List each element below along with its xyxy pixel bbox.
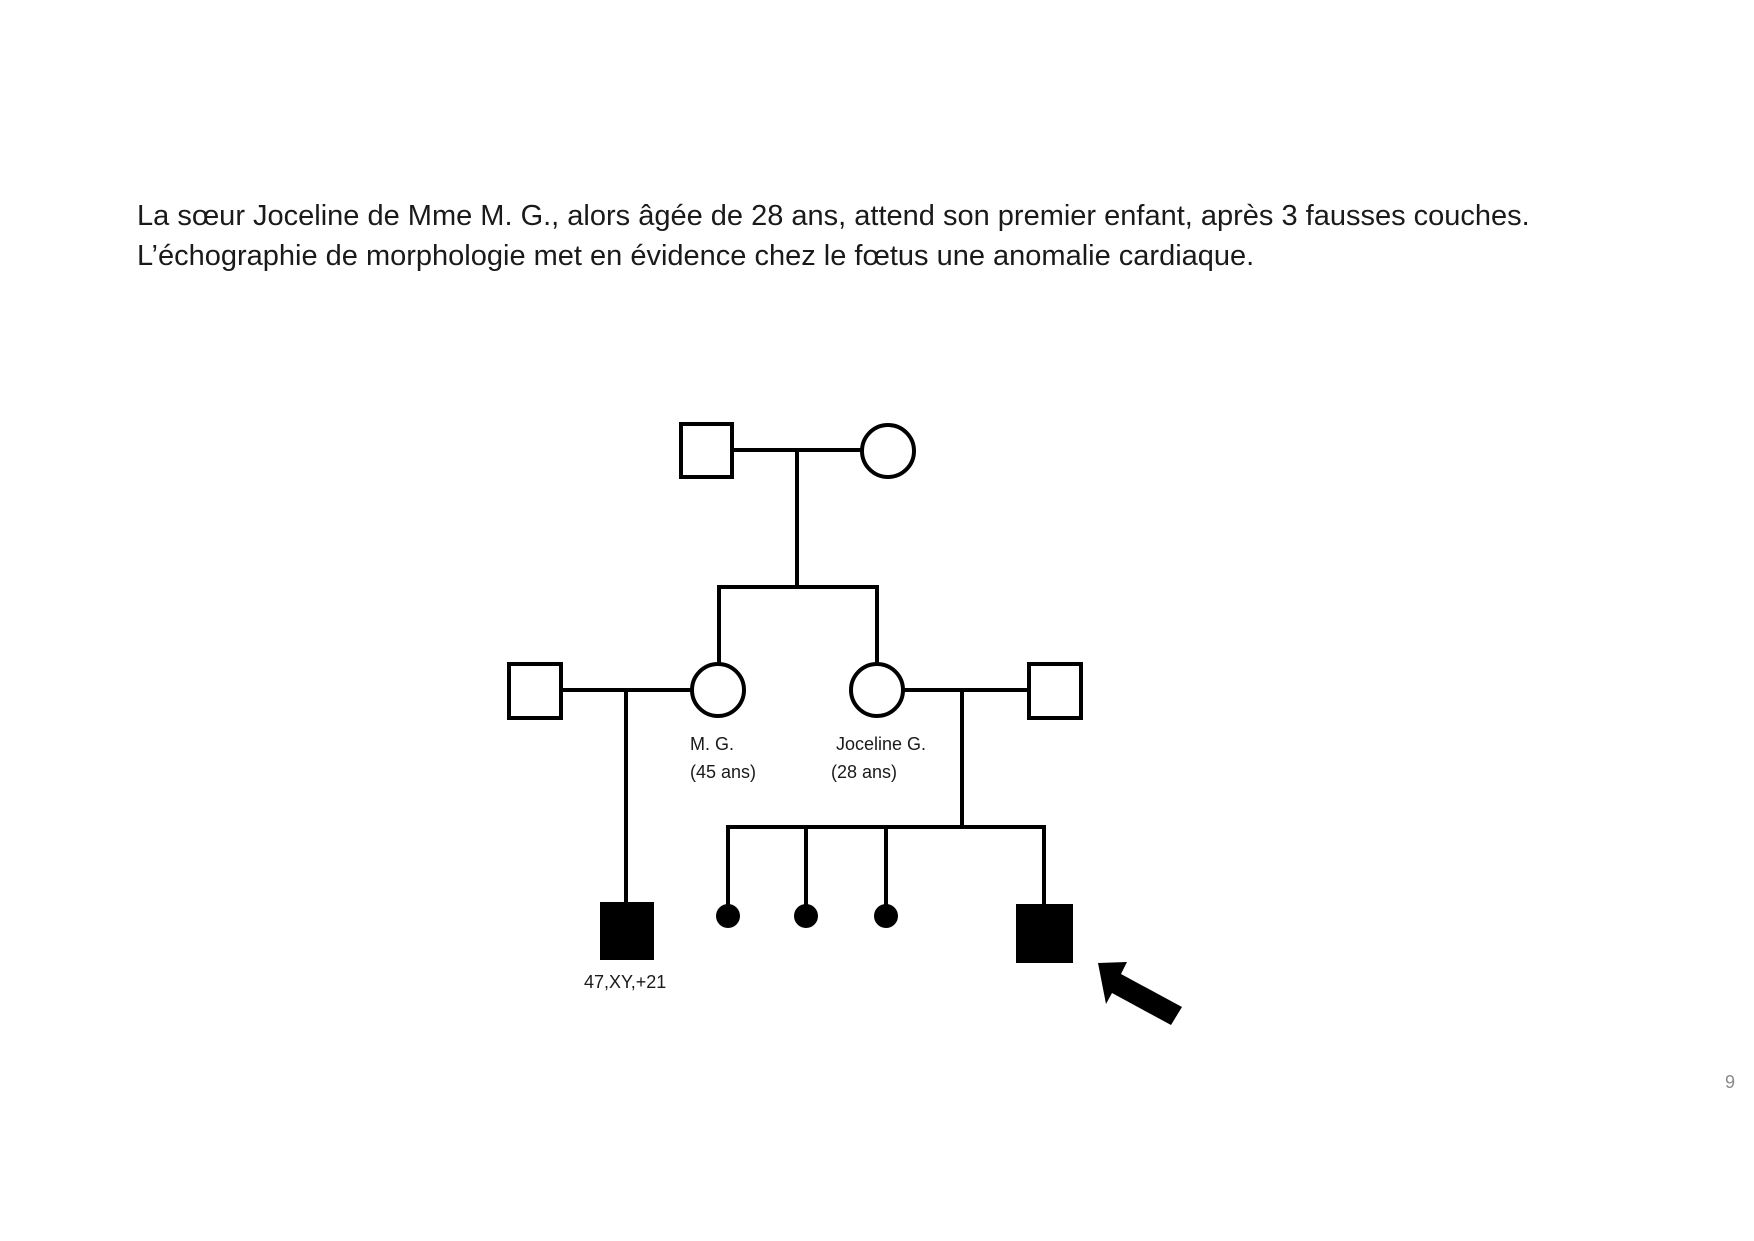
joceline-name-label: Joceline G. [836, 734, 926, 754]
intro-line-2: L’échographie de morphologie met en évid… [137, 240, 1255, 272]
joceline-age-label: (28 ans) [831, 762, 897, 782]
slide-text: La sœur Joceline de Mme M. G., alors âgé… [137, 196, 1657, 276]
joceline-circle [849, 662, 905, 718]
husband-joceline-square [1027, 662, 1083, 720]
page-number: 9 [1724, 1072, 1735, 1092]
miscarriage-1-dot [716, 904, 740, 928]
husband-mg-square [507, 662, 563, 720]
grandfather-square [679, 422, 734, 479]
son-mg-affected-square [600, 902, 654, 960]
mg-name-label: M. G. [690, 734, 734, 754]
intro-line-1: La sœur Joceline de Mme M. G., alors âgé… [137, 200, 1530, 232]
grandmother-circle [860, 423, 916, 479]
miscarriage-2-dot [794, 904, 818, 928]
proband-arrow-icon [1098, 962, 1182, 1025]
karyotype-label: 47,XY,+21 [584, 972, 666, 992]
fetus-affected-square [1016, 904, 1073, 963]
miscarriage-3-dot [874, 904, 898, 928]
mg-age-label: (45 ans) [690, 762, 756, 782]
mg-circle [690, 662, 746, 718]
